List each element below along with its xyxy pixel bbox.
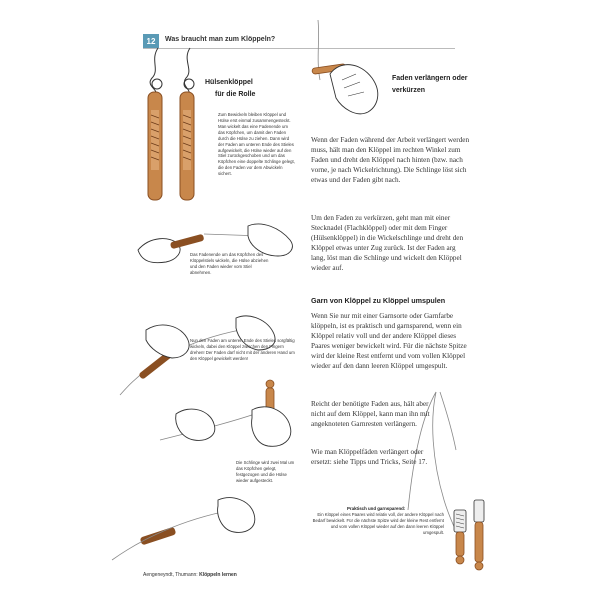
running-header: Was braucht man zum Klöppeln?	[165, 36, 276, 43]
footer-book-title: Klöppeln lernen	[199, 572, 237, 578]
garn-paragraph-3: Wie man Klöppelfäden verlängert oder ers…	[311, 448, 428, 466]
faden-paragraph-2: Um den Faden zu verkürzen, geht man mit …	[311, 214, 464, 272]
footer: Aengeneyndt, Thumann: Klöppeln lernen	[143, 572, 237, 578]
huelsen-title-line-1: Hülsenklöppel	[205, 79, 253, 86]
faden-title-line-1: Faden verlängern oder	[392, 75, 468, 82]
caption-step-4: Die Schlinge wird zwei Mal um das Köpfch…	[236, 460, 295, 483]
hands-wind-thread-illustration-2	[119, 315, 276, 396]
garn-paragraph-1: Wenn Sie nur mit einer Garnsorte oder Ga…	[311, 312, 467, 370]
huelsen-text: Zum Bewickeln bleiben Klöppel und Hülse …	[218, 112, 295, 177]
caption-step-2: Das Fadenende um das Köpfchen des Klöppe…	[190, 252, 269, 275]
page-number: 12	[143, 34, 159, 48]
hand-lengthen-thread-illustration	[311, 19, 379, 115]
bobbin-pair-illustration	[407, 391, 485, 571]
hands-finish-illustration	[111, 497, 256, 561]
hands-loop-illustration	[159, 379, 292, 447]
header-rule	[143, 48, 455, 49]
tip-title: Praktisch und garnsparend:	[347, 506, 406, 511]
garn-heading: Garn von Klöppel zu Klöppel umspulen	[311, 296, 446, 305]
garn-paragraph-2: Reicht der benötigte Faden aus, hält abe…	[311, 400, 430, 428]
faden-title-line-2: verkürzen	[392, 87, 426, 94]
tip-text: Ein Klöppel eines Paares wird relativ vo…	[312, 512, 444, 535]
caption-step-3: Nun den Faden am unteren Ende des Stiele…	[190, 338, 295, 361]
huelsen-bobbins-illustration	[147, 47, 195, 201]
hands-wind-thread-illustration-1	[137, 223, 293, 264]
faden-paragraph-1: Wenn der Faden während der Arbeit verlän…	[311, 136, 470, 184]
huelsen-title-line-2: für die Rolle	[215, 91, 256, 98]
footer-authors: Aengeneyndt, Thumann:	[143, 572, 198, 578]
